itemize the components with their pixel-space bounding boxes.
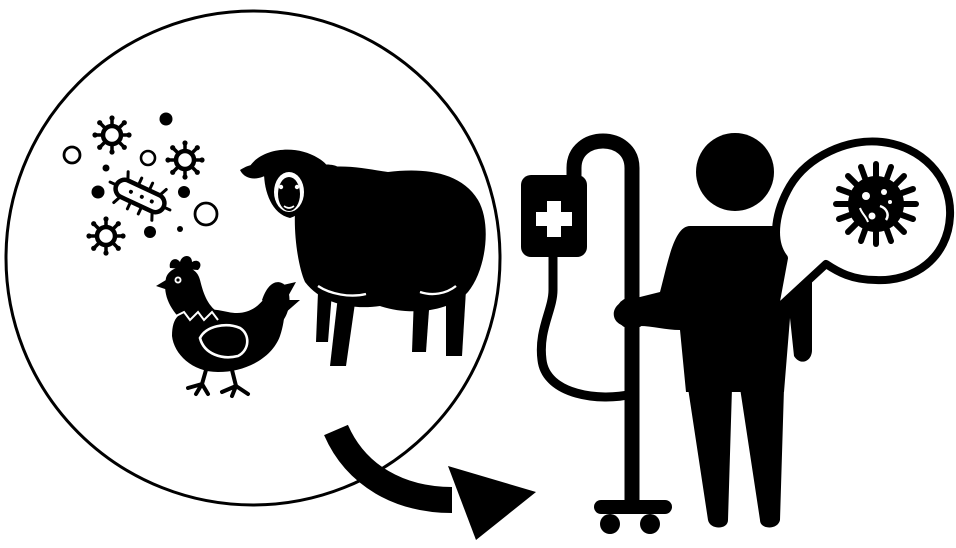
particle-dots (64, 113, 217, 239)
pathogen-icon (836, 164, 916, 244)
virus-icon (86, 216, 125, 255)
virus-icon (92, 115, 131, 154)
chicken-icon (156, 256, 300, 396)
curved-arrow-icon (336, 430, 536, 540)
bacteria-icon (103, 167, 177, 226)
microbes-cluster (64, 113, 217, 256)
virus-icon (165, 140, 204, 179)
iv-drip-icon (521, 141, 672, 534)
